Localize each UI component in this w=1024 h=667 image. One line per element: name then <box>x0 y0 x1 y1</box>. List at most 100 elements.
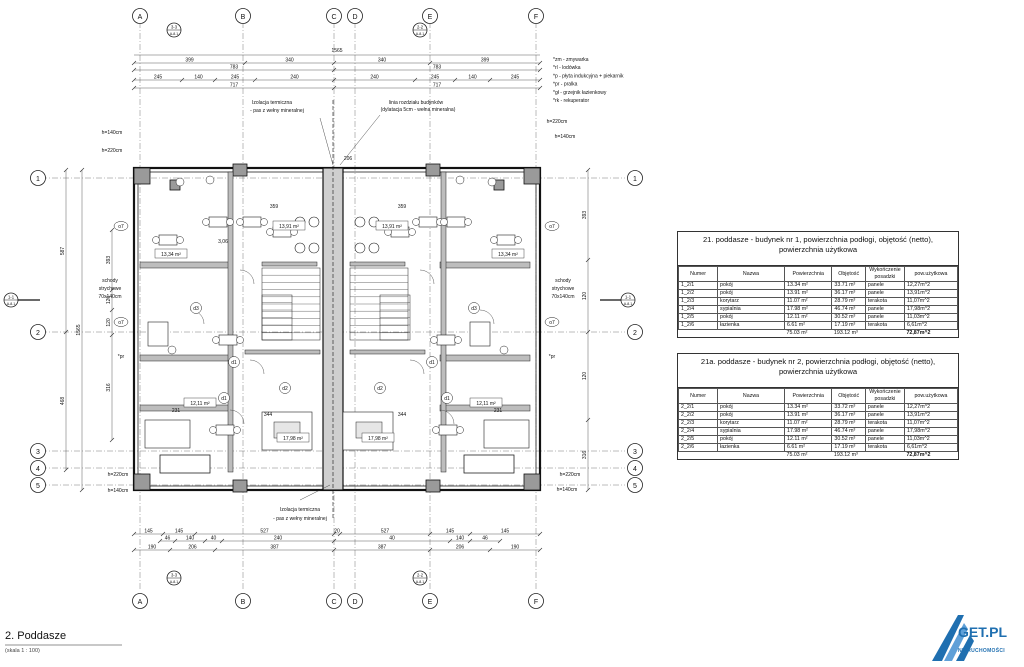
section-code: 1-1 <box>625 295 632 300</box>
room-label-box <box>183 397 217 408</box>
column-header: Numer <box>677 266 719 282</box>
door-tag <box>468 302 480 314</box>
section-code: 3-3 <box>171 573 178 578</box>
axis-label: 2 <box>36 330 40 337</box>
dimension-tick <box>63 329 69 335</box>
total-cell: 75.03 m² <box>786 452 808 458</box>
dimension-tick <box>487 547 493 553</box>
legend-item: *zm - zmywarka <box>553 57 589 63</box>
door-tag <box>190 302 202 314</box>
axis-bubble <box>627 324 643 340</box>
chair <box>236 336 244 344</box>
table <box>418 216 438 228</box>
legend-item: *rk - rekuperator <box>553 98 589 104</box>
left-total-dimension: 1565 <box>76 324 82 335</box>
door-tag <box>279 382 291 394</box>
table-cell: 13.91 m² <box>783 289 833 298</box>
bed <box>261 411 313 451</box>
door-tag-label: d1 <box>429 360 435 366</box>
dimension-tick <box>157 538 163 544</box>
chair <box>490 236 498 244</box>
axis-bubble <box>627 477 643 493</box>
dimension-tick <box>452 77 458 83</box>
table-cell: 30.52 m³ <box>831 313 866 322</box>
door-swing <box>409 359 425 375</box>
window-tag-label: o7 <box>118 224 124 230</box>
table <box>496 234 516 246</box>
section-sheet: A-8.1 <box>7 302 16 306</box>
dimension-tick <box>252 77 258 83</box>
section-code: 2-2 <box>417 573 424 578</box>
left-detail-dimension: 316 <box>106 383 112 392</box>
table <box>158 234 178 246</box>
bottom-dimension: 206 <box>188 545 197 551</box>
left-detail-dimension: 393 <box>106 256 112 265</box>
sanitary-fixture <box>499 345 509 355</box>
dimension-tick <box>331 67 337 73</box>
top-total-dimension: 1565 <box>331 48 342 54</box>
table-cell: 11,07m^2 <box>903 419 959 428</box>
room-area-label: 17,98 m² <box>368 436 388 442</box>
table-cell: 33.72 m³ <box>831 403 866 412</box>
window-tag <box>544 317 560 327</box>
legend-item: *gł - grzejnik łazienkowy <box>553 90 607 96</box>
table-cell: 33.71 m³ <box>831 281 866 290</box>
logo-text: GET.PL <box>958 624 1008 640</box>
table-cell: 13.34 m² <box>783 403 833 412</box>
chair <box>176 236 184 244</box>
table-cell: sypialnia <box>717 305 785 314</box>
axis-label: D <box>352 14 357 21</box>
table-cell: 11.07 m² <box>783 297 833 306</box>
dimension-tick <box>131 547 137 553</box>
interior-wall <box>440 171 447 473</box>
table-cell: 46.74 m³ <box>831 305 866 314</box>
axis-label: 5 <box>36 483 40 490</box>
table-cell: 17.19 m³ <box>831 443 866 452</box>
armchair <box>354 242 366 254</box>
chair <box>260 218 268 226</box>
axis-label: C <box>331 14 336 21</box>
axis-label: 1 <box>633 176 637 183</box>
interior-wall <box>349 261 406 267</box>
dimension-tick <box>467 531 473 537</box>
axis-label: 1 <box>36 176 40 183</box>
door-swing <box>479 309 495 325</box>
column-header: Nazwa <box>717 266 785 282</box>
dimension-tick <box>585 417 591 423</box>
total-cell <box>718 330 785 338</box>
door-swing <box>229 409 245 425</box>
axis-label: 4 <box>633 466 637 473</box>
bathtub <box>483 419 530 449</box>
door-tag <box>228 356 240 368</box>
axis-bubble <box>235 8 251 24</box>
bathtub <box>144 419 191 449</box>
door-tag-label: d2 <box>377 386 383 392</box>
leader-line <box>339 114 381 166</box>
table-cell: 6,61m^2 <box>903 321 959 330</box>
chair <box>412 218 420 226</box>
table <box>218 334 238 346</box>
dimension-tick <box>331 60 337 66</box>
table-cell: 13.91 m² <box>783 411 833 420</box>
armchair <box>354 216 366 228</box>
axis-bubble <box>347 593 363 609</box>
stair-label: strychowe <box>99 286 122 292</box>
dimension-tick <box>331 531 337 537</box>
table-cell: 11,07m^2 <box>903 297 959 306</box>
table-cell: 2_2/1 <box>677 403 719 412</box>
dimension-tick <box>131 67 137 73</box>
bottom-dimension-detail: 240 <box>274 536 283 542</box>
axis-bubble <box>627 170 643 186</box>
chair <box>212 336 220 344</box>
structural-column <box>425 163 441 177</box>
table-cell: terakota <box>864 443 905 452</box>
logo-subtitle: NIERUCHOMOŚCI <box>958 648 1005 654</box>
table-cell: 6.61 m² <box>783 443 833 452</box>
leader-line <box>299 484 331 501</box>
axis-label: 2 <box>633 330 637 337</box>
